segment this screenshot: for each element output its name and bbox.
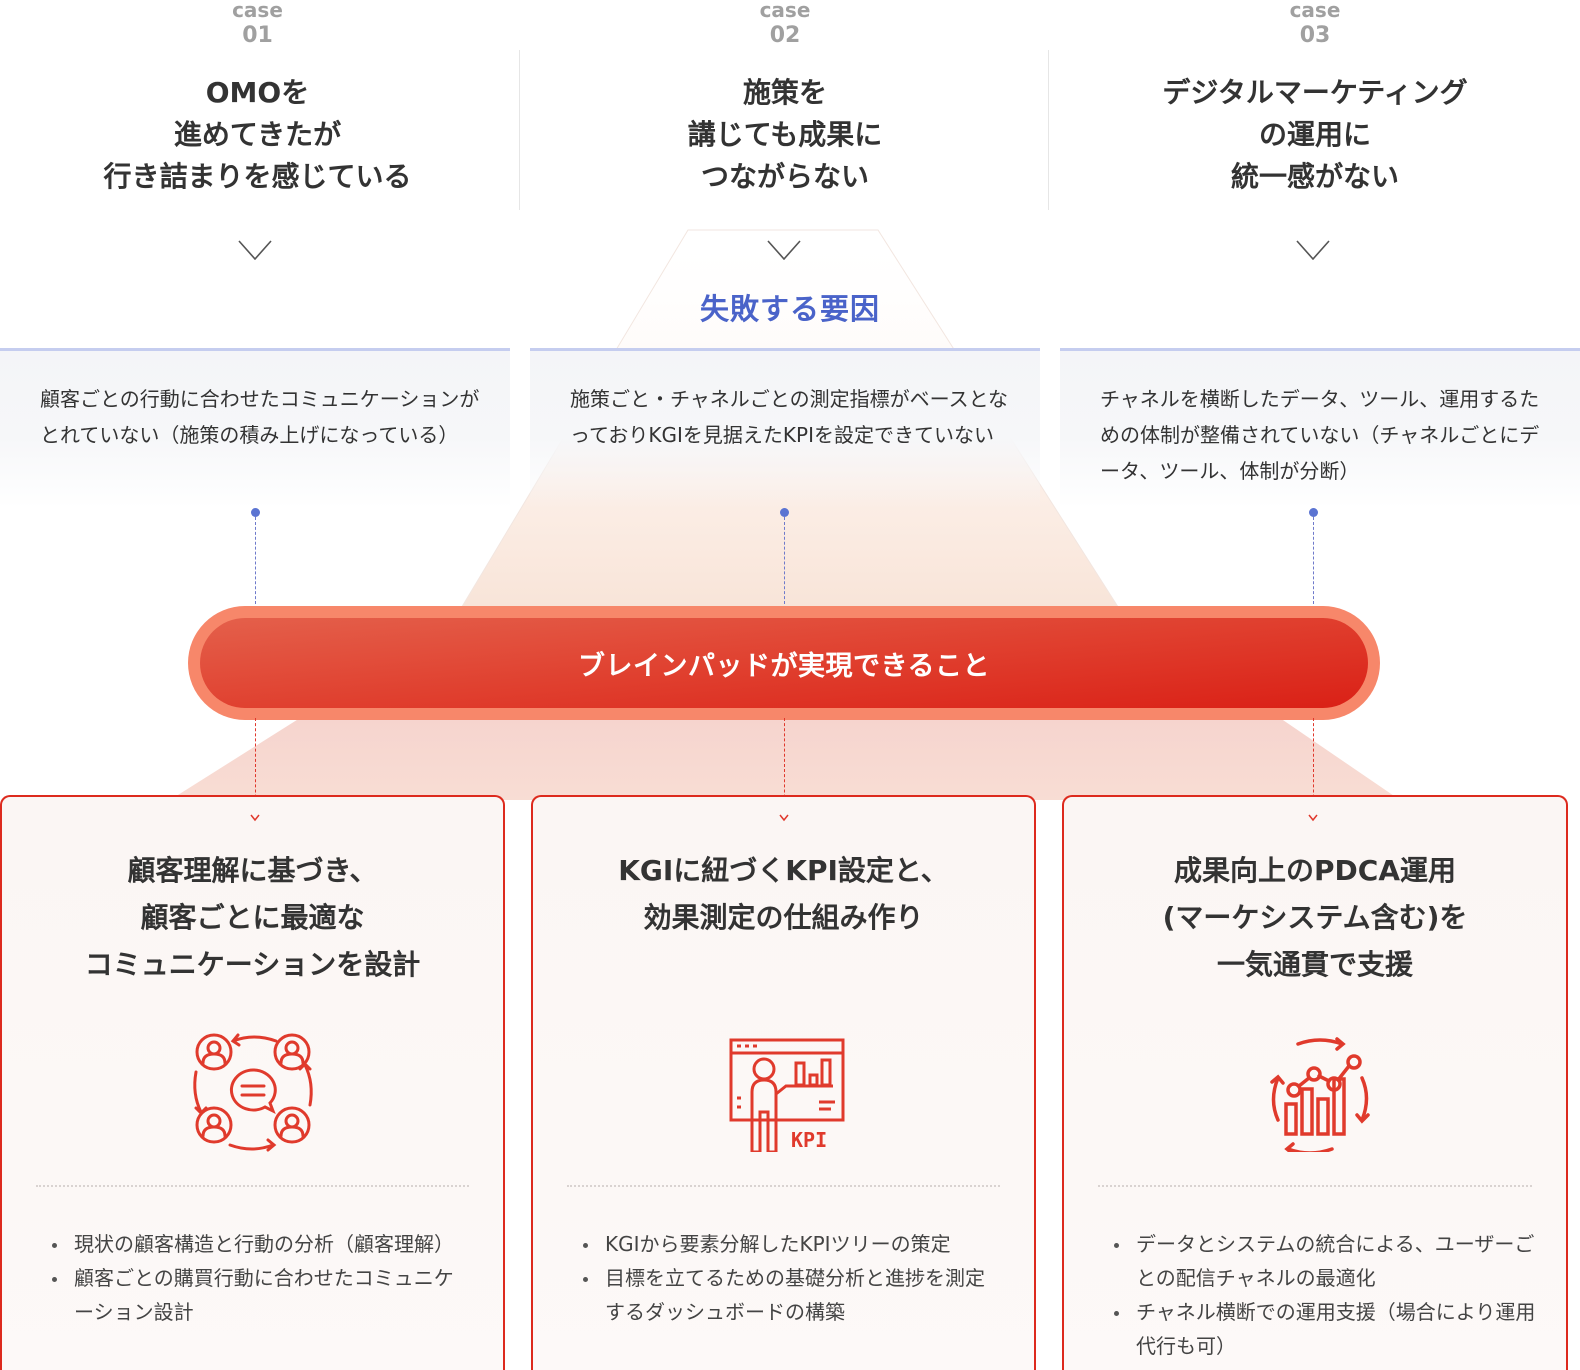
- cause-box-01: 顧客ごとの行動に合わせたコミュニケーションがとれていない（施策の積み上げになって…: [0, 348, 510, 508]
- bullet-item: チャネル横断での運用支援（場合により運用代行も可）: [1104, 1295, 1536, 1363]
- cause-text: 顧客ごとの行動に合わせたコミュニケーションがとれていない（施策の積み上げになって…: [40, 387, 480, 447]
- bullet-item: 目標を立てるための基礎分析と進捗を測定するダッシュボードの構築: [573, 1261, 1004, 1329]
- case-title: 施策を 講じても成果に つながらない: [687, 76, 883, 193]
- case-title: デジタルマーケティング の運用に 統一感がない: [1162, 76, 1468, 193]
- arrow-down-icon: [250, 814, 260, 822]
- case-title: OMOを 進めてきたが 行き詰まりを感じている: [103, 76, 412, 193]
- connector-line: [1313, 517, 1314, 609]
- chevron-down-icon: [767, 240, 801, 260]
- connector-line: [255, 517, 256, 609]
- case-02: case 02 施策を 講じても成果に つながらない: [520, 0, 1050, 198]
- brainpad-capabilities-banner: ブレインパッドが実現できること: [188, 606, 1380, 720]
- cause-box-03: チャネルを横断したデータ、ツール、運用するための体制が整備されていない（チャネル…: [1060, 348, 1580, 508]
- connector-line: [255, 718, 256, 818]
- cause-text: チャネルを横断したデータ、ツール、運用するための体制が整備されていない（チャネル…: [1100, 387, 1540, 483]
- case-label: case: [232, 0, 283, 22]
- pdca-growth-chart-icon: [1270, 1037, 1370, 1152]
- connector-line: [784, 718, 785, 818]
- arrow-down-icon: [1308, 814, 1318, 822]
- connector-dot: [251, 508, 260, 517]
- solution-bullets: データとシステムの統合による、ユーザーごとの配信チャネルの最適化 チャネル横断で…: [1104, 1227, 1536, 1363]
- failure-causes-heading: 失敗する要因: [699, 292, 880, 326]
- bullet-item: KGIから要素分解したKPIツリーの策定: [573, 1227, 1004, 1261]
- connector-dot: [780, 508, 789, 517]
- case-number: 03: [1299, 23, 1331, 48]
- divider: [1098, 1185, 1532, 1187]
- arrow-down-icon: [779, 814, 789, 822]
- case-label: case: [1289, 0, 1341, 22]
- cause-box-02: 施策ごと・チャネルごとの測定指標がベースとなっておりKGIを見据えたKPIを設定…: [530, 348, 1040, 508]
- case-number: 02: [769, 23, 801, 48]
- solution-card-03: 成果向上のPDCA運用 (マーケシステム含む)を 一気通貫で支援 データとシステ…: [1062, 795, 1568, 1370]
- connector-line: [784, 517, 785, 609]
- case-number: 01: [242, 23, 273, 48]
- solution-card-01: 顧客理解に基づき、 顧客ごとに最適な コミュニケーションを設計 現状の顧客構造と…: [0, 795, 505, 1370]
- connector-line: [1313, 718, 1314, 818]
- divider: [36, 1185, 469, 1187]
- kpi-presentation-icon: KPI: [729, 1038, 844, 1152]
- case-03: case 03 デジタルマーケティング の運用に 統一感がない: [1050, 0, 1580, 198]
- bullet-item: 顧客ごとの購買行動に合わせたコミュニケーション設計: [42, 1261, 473, 1329]
- solution-card-02: KGIに紐づくKPI設定と、 効果測定の仕組み作り KPI KGIから要素分解し…: [531, 795, 1036, 1370]
- customer-communication-cycle-icon: [192, 1033, 313, 1152]
- connector-dot: [1309, 508, 1318, 517]
- case-01: case 01 OMOを 進めてきたが 行き詰まりを感じている: [0, 0, 515, 198]
- chevron-down-icon: [1296, 240, 1330, 260]
- case-divider: [1048, 50, 1049, 210]
- solution-bullets: 現状の顧客構造と行動の分析（顧客理解） 顧客ごとの購買行動に合わせたコミュニケー…: [42, 1227, 473, 1329]
- solution-title: 成果向上のPDCA運用 (マーケシステム含む)を 一気通貫で支援: [1162, 854, 1468, 981]
- solution-title: KGIに紐づくKPI設定と、 効果測定の仕組み作り: [618, 854, 949, 934]
- svg-text:KPI: KPI: [791, 1128, 827, 1152]
- solution-bullets: KGIから要素分解したKPIツリーの策定 目標を立てるための基礎分析と進捗を測定…: [573, 1227, 1004, 1329]
- bullet-item: 現状の顧客構造と行動の分析（顧客理解）: [42, 1227, 473, 1261]
- banner-label: ブレインパッドが実現できること: [578, 650, 990, 682]
- case-divider: [519, 50, 520, 210]
- case-label: case: [759, 0, 811, 22]
- divider: [567, 1185, 1000, 1187]
- bullet-item: データとシステムの統合による、ユーザーごとの配信チャネルの最適化: [1104, 1227, 1536, 1295]
- chevron-down-icon: [238, 240, 272, 260]
- solution-title: 顧客理解に基づき、 顧客ごとに最適な コミュニケーションを設計: [84, 854, 421, 981]
- cause-text: 施策ごと・チャネルごとの測定指標がベースとなっておりKGIを見据えたKPIを設定…: [570, 387, 1008, 447]
